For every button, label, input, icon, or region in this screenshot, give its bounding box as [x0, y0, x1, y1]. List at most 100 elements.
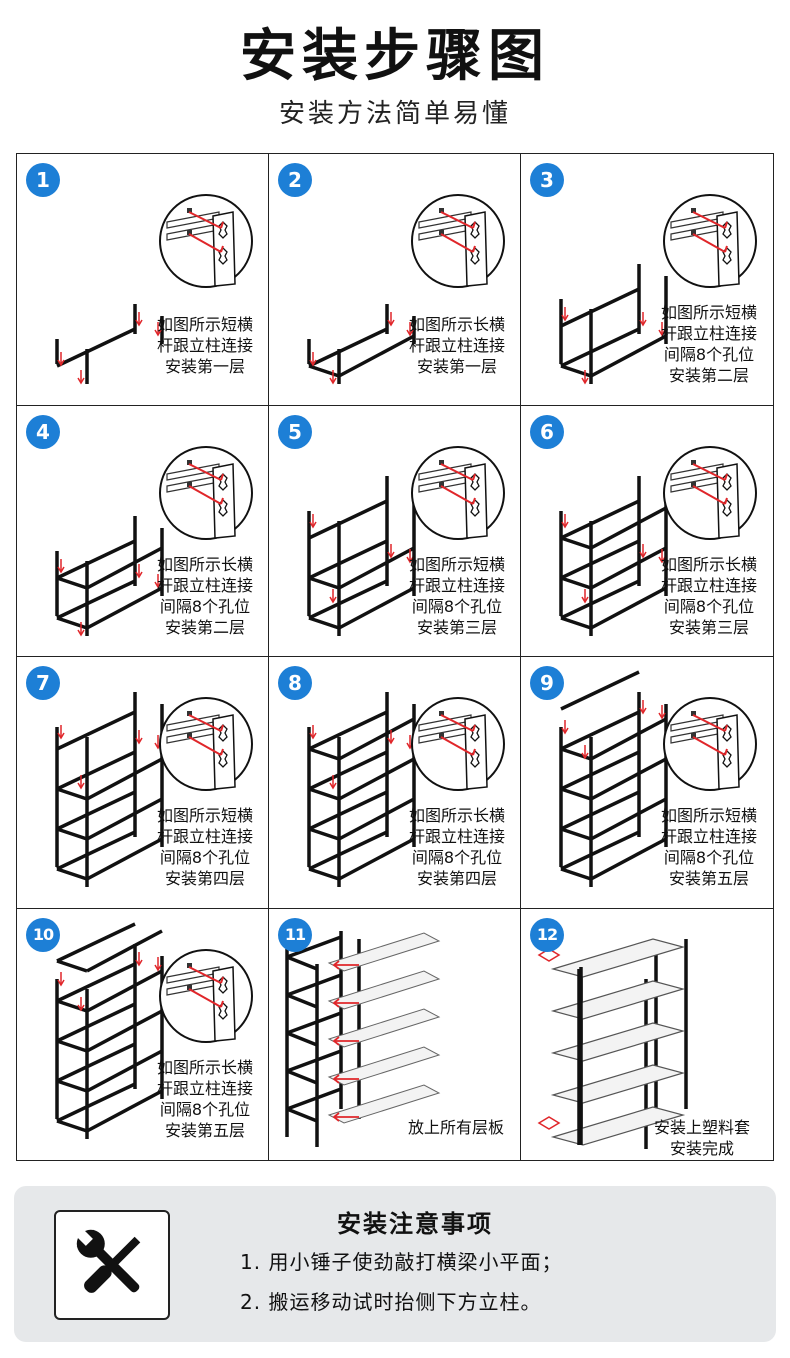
step-caption: 如图所示短横杆跟立柱连接间隔8个孔位安装第三层: [391, 554, 520, 638]
step-cell-4: 4 如图所示长横杆跟立柱连接间隔8个孔位安装第二层: [17, 405, 269, 657]
shelf-frame-illustration: [559, 475, 668, 636]
step-caption-line: 杆跟立柱连接: [408, 827, 505, 846]
step-caption-line: 间隔8个孔位: [159, 1099, 251, 1119]
note-item-2: 2. 搬运移动试时抬侧下方立柱。: [240, 1290, 542, 1314]
step-number-badge: 10: [26, 917, 60, 952]
step-caption-line: 安装第二层: [164, 617, 245, 637]
step-cell-2: 2 如图所示长横杆跟立柱连接安装第一层: [269, 154, 521, 406]
step-caption-line: 安装第二层: [668, 366, 749, 385]
step-cell-5: 5 如图所示短横杆跟立柱连接间隔8个孔位安装第三层: [269, 405, 521, 657]
step-caption: 如图所示短横杆跟立柱连接安装第一层: [139, 314, 268, 377]
step-caption-line: 如图所示长横: [408, 315, 505, 334]
step-caption-line: 安装第一层: [164, 357, 245, 376]
step-caption-line: 如图所示短横: [408, 554, 505, 574]
step-caption-line: 如图所示长横: [156, 554, 253, 574]
connection-detail-icon: [159, 948, 253, 1043]
connection-detail-icon: [159, 445, 253, 540]
step-number-badge: 3: [530, 163, 564, 197]
step-caption-line: 安装第四层: [164, 869, 245, 888]
step-caption-line: 杆跟立柱连接: [660, 575, 757, 595]
connection-detail-icon: [663, 194, 757, 288]
connection-detail-icon: [411, 194, 505, 288]
shelf-frame-illustration: [55, 921, 164, 1139]
step-caption-line: 杆跟立柱连接: [408, 575, 505, 595]
step-number-badge: 2: [278, 163, 312, 197]
note-item-1: 1. 用小锤子使劲敲打横梁小平面；: [240, 1250, 563, 1274]
connection-detail-icon: [159, 697, 253, 791]
step-caption-line: 杆跟立柱连接: [408, 336, 505, 355]
shelf-frame-illustration: [307, 692, 416, 887]
notes-title: 安装注意事项: [337, 1210, 493, 1238]
step-number-badge: 8: [278, 666, 312, 700]
step-caption-line: 如图所示短横: [156, 315, 253, 334]
shelf-frame-illustration: [559, 264, 668, 385]
step-cell-11: 11 放上所有层板: [269, 908, 521, 1160]
connection-detail-icon: [663, 697, 757, 791]
step-caption: 放上所有层板: [387, 1117, 520, 1138]
step-caption-line: 杆跟立柱连接: [156, 336, 253, 355]
connection-detail-icon: [411, 697, 505, 791]
step-caption-line: 如图所示长横: [156, 1057, 253, 1077]
step-caption-line: 如图所示短横: [660, 806, 757, 825]
step-caption-line: 安装第三层: [668, 617, 749, 637]
step-caption-line: 安装第三层: [416, 617, 497, 637]
step-caption-line: 杆跟立柱连接: [156, 1078, 253, 1098]
step-cell-3: 3 如图所示短横杆跟立柱连接间隔8个孔位安装第二层: [521, 154, 773, 406]
step-caption-line: 如图所示短横: [156, 806, 253, 825]
step-cell-10: 10 如图所示长横杆跟立柱连接间隔8个孔位安装第五层: [17, 908, 269, 1160]
step-number-badge: 6: [530, 414, 564, 449]
step-cell-1: 1 如图所示短横杆跟立柱连接安装第一层: [17, 154, 269, 406]
shelf-frame-illustration: [55, 692, 164, 887]
step-caption: 如图所示长横杆跟立柱连接间隔8个孔位安装第二层: [139, 554, 268, 638]
step-caption-line: 间隔8个孔位: [411, 848, 503, 867]
connection-detail-icon: [159, 194, 253, 288]
step-number-badge: 7: [26, 666, 60, 700]
step-caption-line: 间隔8个孔位: [159, 596, 251, 616]
step-caption-line: 间隔8个孔位: [411, 596, 503, 616]
step-cell-9: 9 如图所示短横杆跟立柱连接间隔8个孔位安装第五层: [521, 657, 773, 909]
shelf-frame-illustration: [55, 304, 164, 385]
step-caption-line: 杆跟立柱连接: [156, 827, 253, 846]
step-cell-7: 7 如图所示短横杆跟立柱连接间隔8个孔位安装第四层: [17, 657, 269, 909]
step-cell-6: 6 如图所示长横杆跟立柱连接间隔8个孔位安装第三层: [521, 406, 773, 657]
step-caption: 如图所示长横杆跟立柱连接安装第一层: [391, 314, 520, 377]
step-caption-line: 安装第五层: [164, 1120, 245, 1140]
step-caption-line: 间隔8个孔位: [663, 848, 755, 867]
step-caption-line: 安装第一层: [416, 357, 497, 376]
step-caption-line: 如图所示短横: [660, 303, 757, 322]
step-caption: 如图所示长横杆跟立柱连接间隔8个孔位安装第五层: [139, 1057, 268, 1141]
step-cell-8: 8 如图所示长横杆跟立柱连接间隔8个孔位安装第四层: [269, 657, 521, 909]
finished-shelf-illustration: [537, 937, 688, 1149]
step-number-badge: 11: [278, 917, 312, 952]
step-caption-line: 间隔8个孔位: [663, 345, 755, 364]
page-subtitle: 安装方法简单易懂: [278, 99, 511, 129]
step-caption: 如图所示长横杆跟立柱连接间隔8个孔位安装第四层: [391, 805, 520, 889]
step-caption-line: 杆跟立柱连接: [156, 575, 253, 595]
step-caption-line: 放上所有层板: [407, 1117, 504, 1137]
step-caption-line: 杆跟立柱连接: [660, 827, 757, 846]
shelf-frame-illustration: [55, 515, 164, 636]
shelf-frame-illustration: [307, 304, 416, 385]
notes-panel: 安装注意事项 1. 用小锤子使劲敲打横梁小平面； 2. 搬运移动试时抬侧下方立柱…: [14, 1186, 776, 1342]
step-number-badge: 9: [530, 666, 564, 700]
step-caption: 安装上塑料套安装完成: [627, 1117, 773, 1159]
step-caption-line: 安装第四层: [416, 869, 497, 888]
step-caption-line: 安装第五层: [668, 869, 749, 888]
step-caption-line: 间隔8个孔位: [159, 848, 251, 867]
shelf-boards-illustration: [285, 930, 441, 1147]
connection-detail-icon: [663, 445, 757, 540]
step-caption: 如图所示短横杆跟立柱连接间隔8个孔位安装第五层: [643, 805, 773, 889]
step-caption-line: 安装上塑料套: [653, 1117, 750, 1137]
page-title: 安装步骤图: [240, 24, 550, 89]
step-number-badge: 1: [26, 163, 60, 197]
step-caption: 如图所示短横杆跟立柱连接间隔8个孔位安装第二层: [643, 302, 773, 386]
step-caption-line: 如图所示长横: [408, 806, 505, 825]
step-number-badge: 5: [278, 414, 312, 449]
step-caption-line: 如图所示长横: [660, 554, 757, 574]
shelf-frame-illustration: [559, 670, 668, 887]
step-caption: 如图所示短横杆跟立柱连接间隔8个孔位安装第四层: [139, 805, 268, 889]
step-caption: 如图所示长横杆跟立柱连接间隔8个孔位安装第三层: [643, 554, 773, 638]
step-number-badge: 4: [26, 414, 60, 449]
